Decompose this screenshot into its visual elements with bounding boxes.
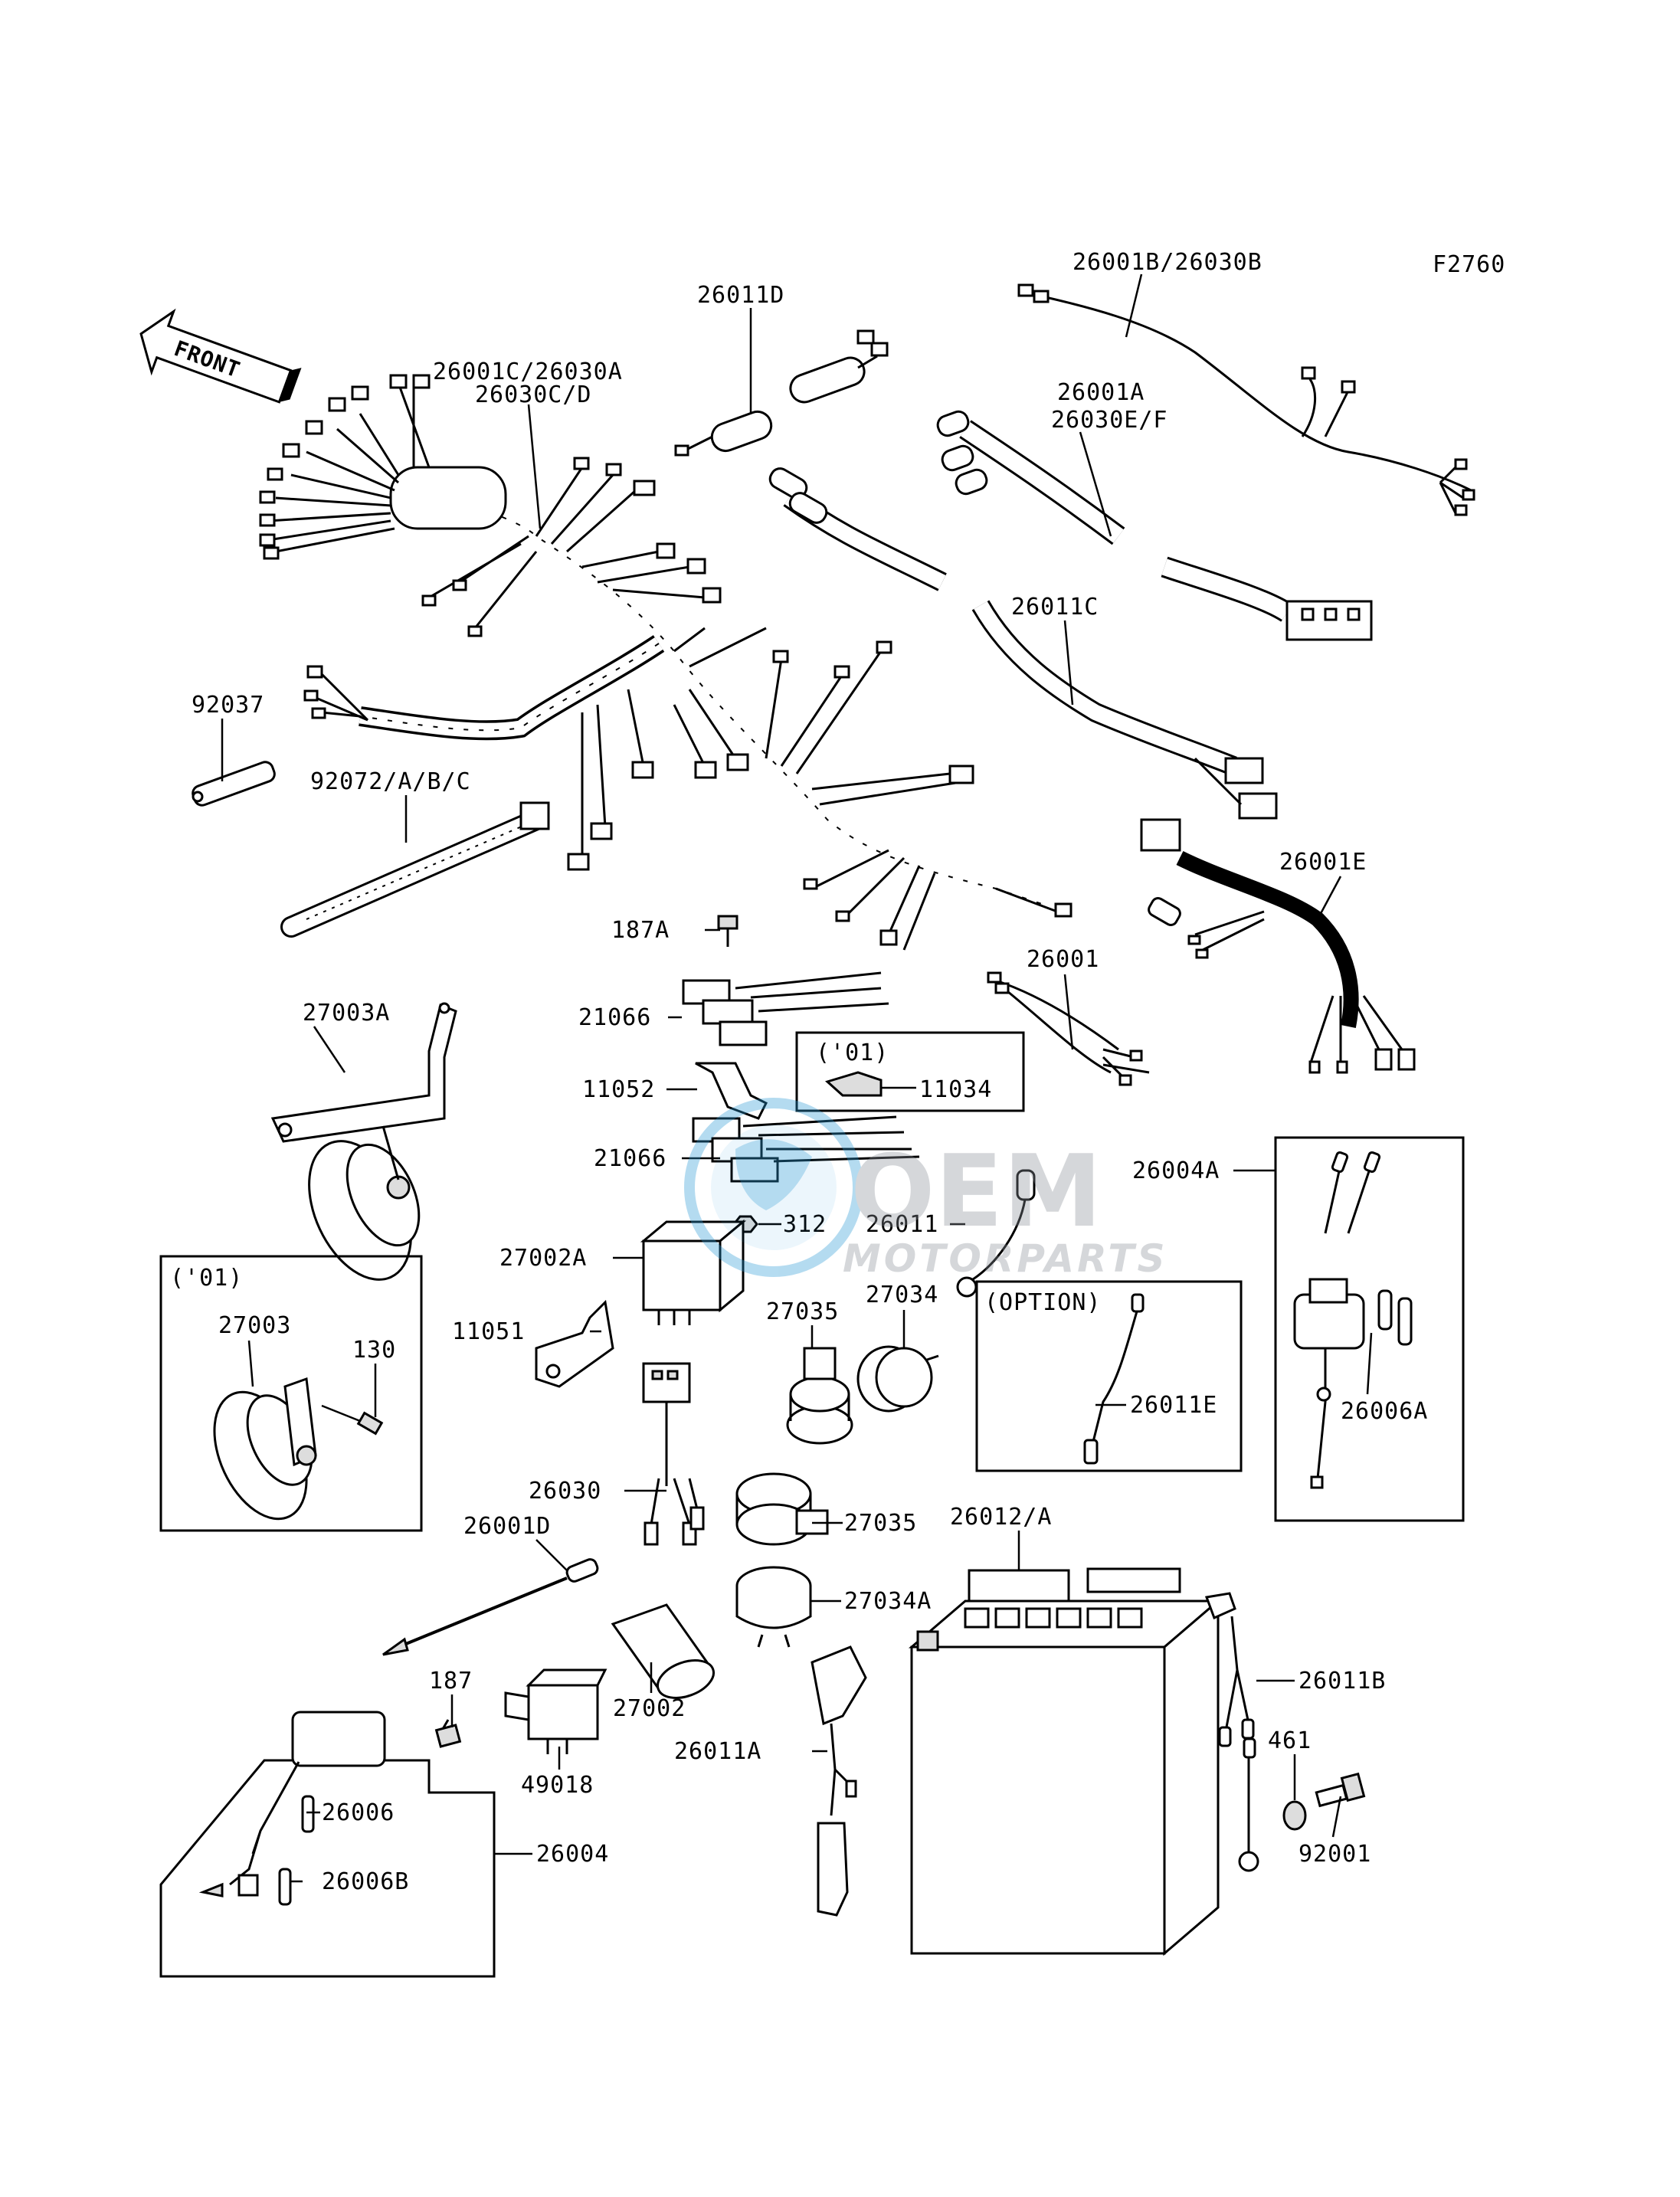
leader-lines xyxy=(221,273,1373,1883)
callout-labels: 26001B/26030B 26011D 26001C/26030A 26030… xyxy=(192,249,1428,1895)
callout-26001A: 26001A xyxy=(1057,379,1145,406)
callout-27034A: 27034A xyxy=(844,1588,932,1615)
callout-187: 187 xyxy=(429,1668,473,1694)
part-11052 xyxy=(695,1062,768,1120)
callout-92037: 92037 xyxy=(192,692,264,719)
part-27002 xyxy=(611,1603,715,1699)
callout-26011E: 26011E xyxy=(1130,1392,1217,1419)
watermark-sub: MOTORPARTS xyxy=(843,1236,1168,1281)
callout-26011C: 26011C xyxy=(1011,594,1099,620)
callout-26001E: 26001E xyxy=(1279,849,1367,876)
callout-26012A: 26012/A xyxy=(950,1504,1052,1531)
callout-27002A: 27002A xyxy=(499,1245,587,1272)
part-26001A-26030EF xyxy=(936,410,1373,641)
callout-26001: 26001 xyxy=(1027,946,1099,973)
callout-27034: 27034 xyxy=(866,1282,938,1308)
part-26001D xyxy=(382,1558,599,1656)
callout-21066-upper: 21066 xyxy=(578,1004,651,1031)
callout-187A: 187A xyxy=(611,917,670,944)
callout-49018: 49018 xyxy=(521,1772,594,1799)
part-26011A xyxy=(811,1645,867,1917)
part-27034 xyxy=(856,1345,939,1413)
callout-27035-upper: 27035 xyxy=(766,1298,839,1325)
part-92037 xyxy=(192,761,276,807)
group-label-01-b: ('01) xyxy=(170,1265,243,1292)
group-option-26011E: (OPTION) xyxy=(975,1280,1243,1472)
part-92072 xyxy=(280,801,550,938)
callout-26006A: 26006A xyxy=(1341,1398,1428,1425)
callout-130: 130 xyxy=(352,1337,396,1364)
part-26011C xyxy=(768,467,1278,820)
watermark-main: OEM xyxy=(850,1133,1102,1249)
front-arrow-icon: FRONT xyxy=(139,308,302,404)
callout-26030: 26030 xyxy=(529,1478,601,1505)
callout-26006: 26006 xyxy=(322,1799,395,1826)
group-26004A xyxy=(1274,1136,1465,1522)
callout-26011D: 26011D xyxy=(697,282,784,309)
part-26030 xyxy=(642,1362,705,1546)
part-461 xyxy=(1282,1800,1307,1831)
figure-code: F2760 xyxy=(1433,251,1505,278)
part-27035-lower xyxy=(735,1472,829,1546)
group-26004 xyxy=(159,1711,496,1978)
callout-11051: 11051 xyxy=(452,1318,525,1345)
callout-27002: 27002 xyxy=(613,1695,686,1722)
callout-26011: 26011 xyxy=(866,1211,938,1238)
callout-26030EF: 26030E/F xyxy=(1051,407,1168,434)
callout-26001B-26030B: 26001B/26030B xyxy=(1073,249,1262,276)
part-26011D xyxy=(674,329,889,457)
callout-21066-lower: 21066 xyxy=(594,1145,666,1172)
callout-11034: 11034 xyxy=(919,1076,992,1103)
callout-26004: 26004 xyxy=(536,1841,609,1868)
watermark-logo: OEM MOTORPARTS xyxy=(684,1098,1168,1281)
callout-11052: 11052 xyxy=(582,1076,655,1103)
part-21066-upper xyxy=(682,971,889,1046)
callout-26030CD: 26030C/D xyxy=(475,381,592,408)
part-26011 xyxy=(956,1169,1036,1298)
part-26001E xyxy=(1140,818,1416,1074)
callout-92072: 92072/A/B/C xyxy=(310,768,471,795)
callout-27003: 27003 xyxy=(218,1312,291,1339)
part-26001 xyxy=(987,971,1150,1086)
callout-27003A: 27003A xyxy=(303,1000,390,1026)
part-26011B xyxy=(1204,1592,1259,1872)
part-187A xyxy=(717,915,738,947)
callout-312: 312 xyxy=(783,1211,827,1238)
callout-27035-lower: 27035 xyxy=(844,1510,917,1537)
callout-26001C-26030A: 26001C/26030A xyxy=(433,359,623,385)
group-01-27003: ('01) xyxy=(159,1255,423,1532)
part-187 xyxy=(434,1719,462,1748)
part-26001B-26030B xyxy=(1017,283,1475,516)
part-11051 xyxy=(535,1299,614,1388)
part-21066-lower xyxy=(692,1115,920,1183)
callout-26011B: 26011B xyxy=(1298,1668,1386,1694)
group-label-01-a: ('01) xyxy=(816,1040,889,1066)
part-27003A xyxy=(270,1002,457,1281)
callout-26006B: 26006B xyxy=(322,1868,409,1895)
part-26012A-battery xyxy=(908,1567,1222,1956)
callout-92001: 92001 xyxy=(1298,1841,1371,1868)
callout-26001D: 26001D xyxy=(463,1513,551,1540)
part-27002A xyxy=(640,1219,747,1325)
group-label-option: (OPTION) xyxy=(984,1289,1102,1316)
group-01-11034: ('01) xyxy=(795,1031,1025,1112)
part-27035-upper xyxy=(786,1347,853,1445)
callout-26011A: 26011A xyxy=(674,1738,761,1765)
part-27034A xyxy=(735,1566,812,1648)
main-harness xyxy=(259,374,1073,951)
callout-26004A: 26004A xyxy=(1132,1157,1220,1184)
callout-461: 461 xyxy=(1268,1727,1312,1754)
part-49018 xyxy=(504,1668,607,1754)
